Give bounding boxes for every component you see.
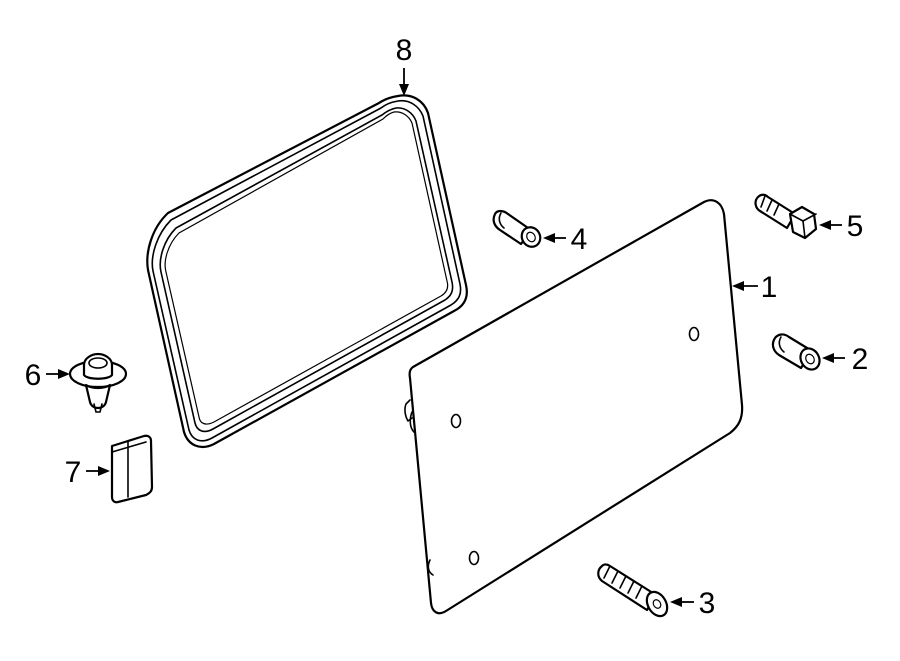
- part-3-screw: [597, 563, 669, 618]
- part-8-window-glass: [146, 94, 468, 449]
- callout-label-7: 7: [65, 456, 82, 489]
- part-2-grommet: [771, 333, 821, 371]
- callout-label-4: 4: [571, 223, 588, 256]
- callout-label-5: 5: [847, 210, 864, 243]
- callout-arrows: [46, 68, 845, 607]
- part-6-retainer-clip: [68, 352, 128, 413]
- callout-label-1: 1: [761, 271, 778, 304]
- part-5-bolt: [754, 193, 818, 240]
- callout-label-6: 6: [25, 359, 42, 392]
- part-7-clip: [110, 434, 154, 504]
- callout-label-2: 2: [852, 343, 869, 376]
- part-4-grommet: [492, 209, 542, 248]
- callout-label-3: 3: [699, 587, 716, 620]
- part-1-trim-panel: [404, 199, 744, 615]
- callout-label-8: 8: [396, 34, 413, 67]
